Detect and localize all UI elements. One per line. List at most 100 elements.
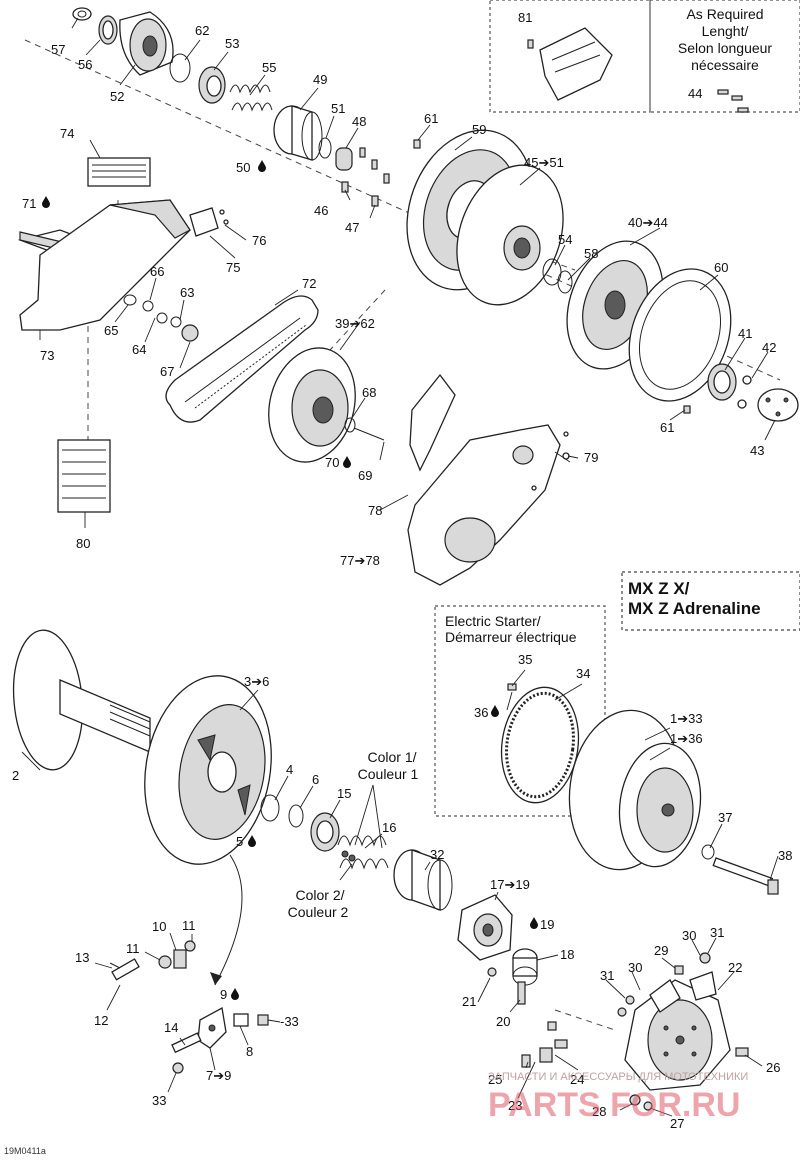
label-76: 76 xyxy=(252,233,266,248)
watermark-tagline: ЗАПЧАСТИ И АКСЕССУАРЫ ДЛЯ МОТОТЕХНИКИ xyxy=(488,1071,748,1083)
oil-drop-icon xyxy=(491,705,499,717)
label-13: 13 xyxy=(75,950,89,965)
lever-parts xyxy=(109,940,269,1074)
oil-drop-icon xyxy=(258,160,266,172)
label-11-right: 11 xyxy=(182,918,196,933)
oil-drop-icon xyxy=(42,196,50,208)
watermark: ЗАПЧАСТИ И АКСЕССУАРЫ ДЛЯ МОТОТЕХНИКИ PA… xyxy=(488,1071,748,1124)
label-22: 22 xyxy=(728,960,742,975)
label-23: 23 xyxy=(508,1098,522,1113)
as-required-line-3: Selon longueur xyxy=(678,40,773,56)
label-46: 46 xyxy=(314,203,328,218)
label-16: 16 xyxy=(382,820,396,835)
electric-starter-line-2: Démarreur électrique xyxy=(445,629,577,645)
as-required-line-1: As Required xyxy=(686,6,763,22)
label-10: 10 xyxy=(152,919,166,934)
label-8: 8 xyxy=(246,1044,253,1059)
drive-pulley-group xyxy=(12,629,538,1005)
label-17-19: 17➔19 xyxy=(490,877,530,892)
as-required-note: As Required Lenght/ Selon longueur néces… xyxy=(678,6,773,73)
model-box xyxy=(621,571,800,631)
label-48: 48 xyxy=(352,114,366,129)
fixed-sheave-group xyxy=(566,240,799,422)
oil-drop-icon xyxy=(231,988,239,1000)
label-78: 78 xyxy=(368,503,382,518)
label-14: 14 xyxy=(164,1020,178,1035)
watermark-brand: PARTS FOR.RU xyxy=(488,1086,740,1124)
label-19: 19 xyxy=(540,917,554,932)
color1-line-2: Couleur 1 xyxy=(358,766,419,782)
label-7-9: 7➔9 xyxy=(206,1068,231,1083)
electric-starter-title: Electric Starter/ Démarreur électrique xyxy=(445,613,577,645)
label-56: 56 xyxy=(78,57,92,72)
label-39-62: 39➔62 xyxy=(335,316,375,331)
label-26: 26 xyxy=(766,1060,780,1075)
label-61-top: 61 xyxy=(424,111,438,126)
belt-guard-group xyxy=(17,157,229,513)
driven-pulley-assembly xyxy=(268,347,385,463)
label-70: 70 xyxy=(325,455,339,470)
label-71: 71 xyxy=(22,196,36,211)
label-62: 62 xyxy=(195,23,209,38)
label-81: 81 xyxy=(518,10,532,25)
label-79: 79 xyxy=(584,450,598,465)
label-31-top: 31 xyxy=(710,925,724,940)
label-49: 49 xyxy=(313,72,327,87)
label-65: 65 xyxy=(104,323,118,338)
model-line-2: MX Z Adrenaline xyxy=(628,599,761,618)
leader-lines xyxy=(21,17,779,1117)
label-45-51: 45➔51 xyxy=(524,155,564,170)
model-line-1: MX Z X/ xyxy=(628,579,690,598)
label-38: 38 xyxy=(778,848,792,863)
label-74: 74 xyxy=(60,126,74,141)
label-12: 12 xyxy=(94,1013,108,1028)
electric-starter-box xyxy=(434,605,606,817)
label-59: 59 xyxy=(472,122,486,137)
label-31-left: 31 xyxy=(600,968,614,983)
label-32: 32 xyxy=(430,847,444,862)
label-53: 53 xyxy=(225,36,239,51)
part-labels: 57 56 52 62 53 55 49 51 48 50 61 59 45➔5… xyxy=(12,10,792,1131)
label-5: 5 xyxy=(236,834,243,849)
label-40-44: 40➔44 xyxy=(628,215,668,230)
label-1-36: 1➔36 xyxy=(670,731,703,746)
label-30-left: 30 xyxy=(628,960,642,975)
label-15: 15 xyxy=(337,786,351,801)
label-35: 35 xyxy=(518,652,532,667)
label-55: 55 xyxy=(262,60,276,75)
label-37: 37 xyxy=(718,810,732,825)
label-27: 27 xyxy=(670,1116,684,1131)
as-required-line-2: Lenght/ xyxy=(702,23,749,39)
label-4: 4 xyxy=(286,762,293,777)
label-50: 50 xyxy=(236,160,250,175)
label-34: 34 xyxy=(576,666,590,681)
oil-drop-icon xyxy=(343,456,351,468)
label-52: 52 xyxy=(110,89,124,104)
label-25: 25 xyxy=(488,1072,502,1087)
label-58: 58 xyxy=(584,246,598,261)
label-28: 28 xyxy=(592,1104,606,1119)
label-66: 66 xyxy=(150,264,164,279)
label-57: 57 xyxy=(51,42,65,57)
label-54: 54 xyxy=(558,232,572,247)
label-18: 18 xyxy=(560,947,574,962)
oil-drop-icon xyxy=(248,835,256,847)
label-minus-33: -33 xyxy=(280,1014,299,1029)
label-6: 6 xyxy=(312,772,319,787)
drive-belt xyxy=(165,295,319,423)
color-notes: Color 1/ Couleur 1 Color 2/ Couleur 2 xyxy=(288,749,419,920)
label-67: 67 xyxy=(160,364,174,379)
label-21: 21 xyxy=(462,994,476,1009)
drive-pulley-assembled xyxy=(568,709,779,895)
label-80: 80 xyxy=(76,536,90,551)
color2-line-1: Color 2/ xyxy=(295,887,344,903)
label-75: 75 xyxy=(226,260,240,275)
oil-drop-icon xyxy=(530,917,538,929)
label-30-top: 30 xyxy=(682,928,696,943)
governor-cup-group xyxy=(521,952,749,1111)
label-60: 60 xyxy=(714,260,728,275)
drawing-code: 19M0411a xyxy=(4,1146,46,1156)
label-42: 42 xyxy=(762,340,776,355)
label-2: 2 xyxy=(12,768,19,783)
